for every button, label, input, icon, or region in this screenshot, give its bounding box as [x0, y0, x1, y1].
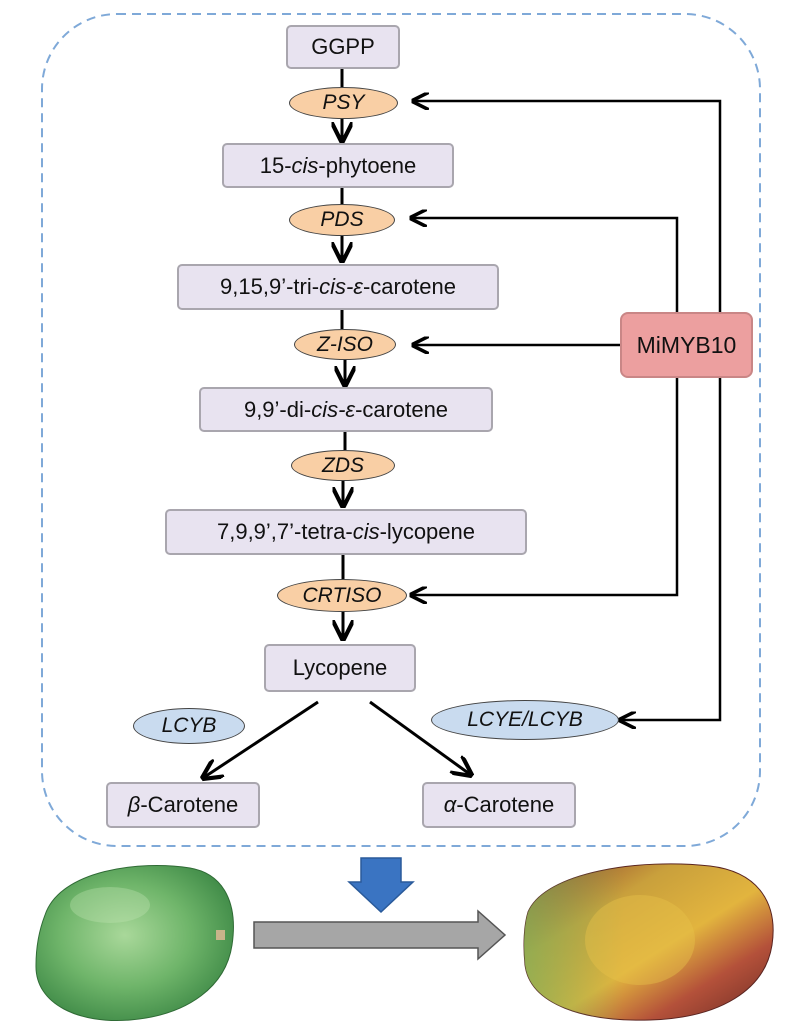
node-ggpp: GGPP [286, 25, 400, 69]
beta-carotene-label: -Carotene [140, 792, 239, 817]
backbone-arrows [203, 69, 471, 778]
tetra-cis-prefix: 7,9,9’,7’-tetra- [216, 519, 353, 544]
enzyme-zds: ZDS [291, 450, 395, 481]
enzyme-crtiso: CRTISO [277, 579, 407, 612]
tetra-cis-italic: cis [352, 519, 380, 544]
lycopene-label: Lycopene [292, 655, 388, 680]
di-cis-prefix: 9,9’-di- [243, 396, 312, 422]
ripe-mango [523, 863, 774, 1021]
green-mango [35, 865, 234, 1022]
node-alpha-carotene: α-Carotene [422, 782, 576, 828]
psy-label: PSY [322, 91, 365, 114]
di-cis-italic: cis-ε [311, 396, 356, 422]
blue-down-arrow [347, 857, 415, 914]
mimyb10-label: MiMYB10 [636, 331, 737, 358]
node-tri-cis-carotene: 9,15,9’-tri-cis-ε-carotene [177, 264, 499, 310]
enzyme-z-iso: Z-ISO [294, 329, 396, 360]
pathway-boundary [41, 13, 761, 847]
beta-symbol: β [127, 792, 141, 817]
crtiso-label: CRTISO [302, 583, 382, 607]
ripening-arrow [253, 909, 507, 961]
phytoene-suffix: -phytoene [318, 152, 417, 178]
ggpp-label: GGPP [311, 34, 375, 59]
zds-label: ZDS [322, 453, 364, 477]
regulator-mimyb10: MiMYB10 [620, 312, 753, 378]
node-tetra-cis-lycopene: 7,9,9’,7’-tetra-cis-lycopene [165, 509, 527, 555]
z-iso-label: Z-ISO [317, 332, 373, 356]
di-cis-suffix: -carotene [355, 396, 449, 422]
enzyme-pds: PDS [289, 204, 395, 236]
regulation-arrows [411, 101, 722, 720]
enzyme-lcye-lcyb: LCYE/LCYB [431, 700, 619, 740]
phytoene-italic: cis [291, 152, 319, 178]
node-di-cis-carotene: 9,9’-di-cis-ε-carotene [199, 387, 493, 432]
tri-cis-italic: cis-ε [319, 274, 363, 299]
lcye-lcyb-label: LCYE/LCYB [467, 708, 583, 731]
enzyme-lcyb: LCYB [133, 708, 245, 744]
phytoene-prefix: 15- [259, 152, 292, 178]
alpha-symbol: α [443, 792, 457, 817]
tri-cis-prefix: 9,15,9’-tri- [220, 274, 320, 299]
alpha-carotene-label: -Carotene [456, 792, 555, 817]
tri-cis-suffix: -carotene [362, 274, 456, 299]
pds-label: PDS [320, 208, 364, 231]
enzyme-psy: PSY [289, 87, 398, 119]
node-lycopene: Lycopene [264, 644, 416, 692]
node-15-cis-phytoene: 15-cis-phytoene [222, 143, 454, 188]
node-beta-carotene: β-Carotene [106, 782, 260, 828]
lcyb-label: LCYB [161, 714, 217, 737]
tetra-cis-suffix: -lycopene [379, 519, 475, 544]
